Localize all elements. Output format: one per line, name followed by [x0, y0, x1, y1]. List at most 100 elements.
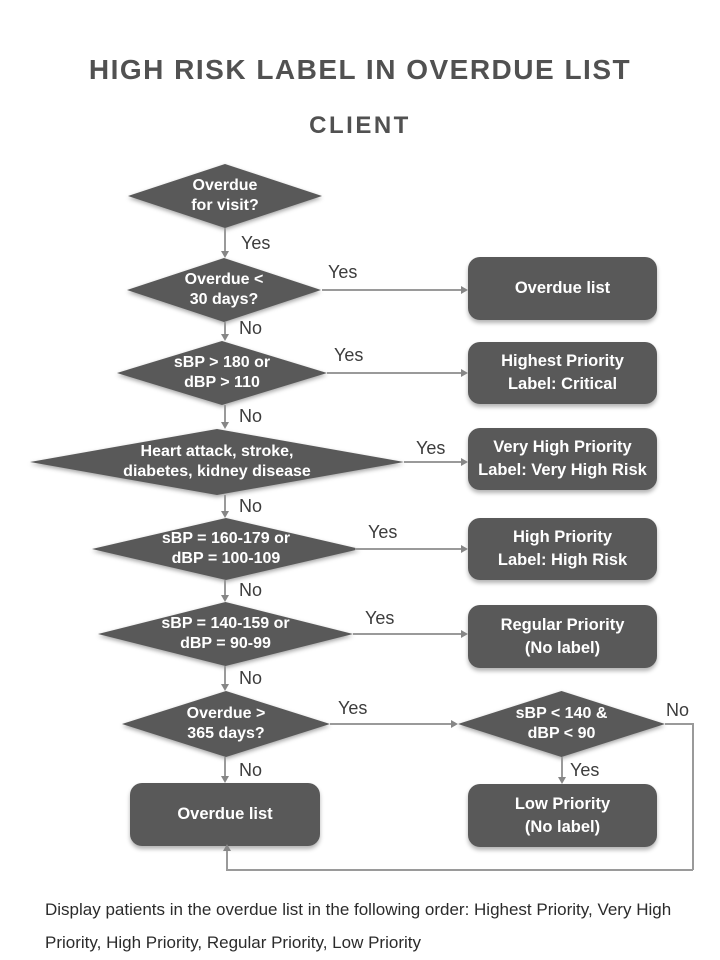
decision-overdue-under-30-days: Overdue < 30 days?: [127, 258, 321, 322]
connector-stage1-yes: [353, 633, 461, 635]
edge-label-no: No: [239, 668, 263, 688]
node-label: Overdue list: [514, 279, 611, 297]
decision-label: dBP = 100-109: [171, 550, 281, 567]
node-label: Highest Priority: [501, 352, 624, 370]
diamond-shape: Overdue < 30 days?: [127, 258, 321, 322]
node-label: (No label): [524, 638, 601, 657]
edge-label-yes: Yes: [328, 262, 358, 282]
edge-label-no: No: [239, 580, 263, 600]
decision-label: dBP < 90: [527, 725, 596, 742]
arrowhead-down-icon: [221, 595, 229, 602]
decision-label: Heart attack, stroke,: [140, 443, 294, 460]
node-high-priority: High Priority Label: High Risk: [468, 518, 657, 580]
connector-comorbid-no: [224, 495, 226, 511]
connector-under30-yes: [322, 289, 461, 291]
arrowhead-down-icon: [221, 776, 229, 783]
decision-label: dBP = 90-99: [180, 635, 271, 652]
decision-label: for visit?: [191, 197, 259, 214]
node-label: Label: Critical: [507, 375, 618, 393]
connector-normal-yes: [561, 757, 563, 777]
diamond-shape: sBP > 180 or dBP > 110: [117, 341, 327, 405]
connector-normal-no-down: [692, 723, 694, 870]
decision-bp-normal: sBP < 140 & dBP < 90: [458, 691, 665, 757]
edge-label-no: No: [239, 406, 263, 426]
connector-crisis-no: [224, 405, 226, 422]
decision-label: Overdue >: [186, 705, 266, 722]
decision-bp-crisis: sBP > 180 or dBP > 110: [117, 341, 327, 405]
footer-note-line: Priority, High Priority, Regular Priorit…: [45, 933, 421, 952]
connector-visit-yes: [224, 228, 226, 251]
diamond-shape: Overdue > 365 days?: [122, 691, 330, 757]
decision-bp-stage-1: sBP = 140-159 or dBP = 90-99: [98, 602, 353, 666]
edge-label-yes: Yes: [334, 345, 364, 365]
node-label: Label: High Risk: [497, 551, 628, 569]
arrowhead-down-icon: [221, 684, 229, 691]
node-low-priority: Low Priority (No label): [468, 784, 657, 847]
connector-crisis-yes: [327, 372, 461, 374]
edge-label-yes: Yes: [365, 608, 395, 628]
node-label: Very High Priority: [493, 438, 632, 456]
decision-label: Overdue <: [184, 271, 264, 288]
arrowhead-down-icon: [221, 334, 229, 341]
arrowhead-right-icon: [461, 458, 468, 466]
edge-label-yes: Yes: [338, 698, 368, 718]
arrowhead-down-icon: [221, 422, 229, 429]
decision-label: 30 days?: [189, 291, 259, 308]
connector-stage2-no: [224, 580, 226, 595]
arrowhead-up-icon: [223, 844, 231, 851]
connector-over365-yes: [330, 723, 451, 725]
edge-label-yes: Yes: [241, 233, 271, 253]
node-highest-priority: Highest Priority Label: Critical: [468, 342, 657, 404]
node-overdue-list-top: Overdue list: [468, 257, 657, 320]
edge-label-no: No: [239, 496, 263, 516]
connector-loop-into-overdue-list: [226, 851, 228, 869]
diamond-shape: sBP < 140 & dBP < 90: [458, 691, 665, 757]
decision-label: diabetes, kidney disease: [123, 463, 311, 480]
node-label: Regular Priority: [500, 615, 625, 634]
decision-label: Overdue: [192, 177, 258, 194]
node-label: (No label): [524, 817, 601, 836]
diamond-shape: Overdue for visit?: [128, 164, 322, 228]
edge-label-no: No: [239, 760, 263, 780]
connector-over365-no: [224, 757, 226, 776]
node-label: High Priority: [512, 528, 612, 546]
arrowhead-down-icon: [558, 777, 566, 784]
diamond-shape: sBP = 140-159 or dBP = 90-99: [98, 602, 353, 666]
arrowhead-down-icon: [221, 511, 229, 518]
decision-comorbidity: Heart attack, stroke, diabetes, kidney d…: [30, 429, 404, 495]
decision-bp-stage-2: sBP = 160-179 or dBP = 100-109: [92, 518, 360, 580]
edge-label-yes: Yes: [416, 438, 446, 458]
decision-label: 365 days?: [187, 725, 265, 742]
connector-stage1-no: [224, 666, 226, 684]
node-overdue-list-bottom: Overdue list: [130, 783, 320, 846]
diamond-shape: sBP = 160-179 or dBP = 100-109: [92, 518, 360, 580]
arrowhead-right-icon: [461, 630, 468, 638]
decision-label: sBP < 140 &: [515, 705, 608, 722]
edge-label-yes: Yes: [368, 522, 398, 542]
edge-label-yes: Yes: [570, 760, 600, 780]
node-regular-priority: Regular Priority (No label): [468, 605, 657, 668]
decision-label: sBP = 160-179 or: [161, 530, 291, 547]
node-label: Label: Very High Risk: [478, 461, 647, 479]
node-label: Low Priority: [514, 794, 611, 813]
edge-label-no: No: [666, 700, 690, 720]
connector-comorbid-yes: [404, 461, 461, 463]
decision-overdue-over-365-days: Overdue > 365 days?: [122, 691, 330, 757]
connector-stage2-yes: [355, 548, 461, 550]
arrowhead-down-icon: [221, 251, 229, 258]
edge-label-no: No: [239, 318, 263, 338]
node-label: Overdue list: [177, 805, 273, 823]
decision-label: dBP > 110: [184, 374, 260, 391]
decision-label: sBP > 180 or: [173, 354, 271, 371]
footer-note: Display patients in the overdue list in …: [45, 893, 705, 959]
page-subtitle: CLIENT: [309, 112, 411, 139]
node-very-high-priority: Very High Priority Label: Very High Risk: [468, 428, 657, 490]
arrowhead-right-icon: [451, 720, 458, 728]
page-title: HIGH RISK LABEL IN OVERDUE LIST: [88, 54, 632, 85]
arrowhead-right-icon: [461, 369, 468, 377]
connector-under30-no: [224, 322, 226, 334]
connector-normal-no-out: [665, 723, 693, 725]
diamond-shape: Heart attack, stroke, diabetes, kidney d…: [30, 429, 404, 495]
decision-label: sBP = 140-159 or: [161, 615, 290, 632]
